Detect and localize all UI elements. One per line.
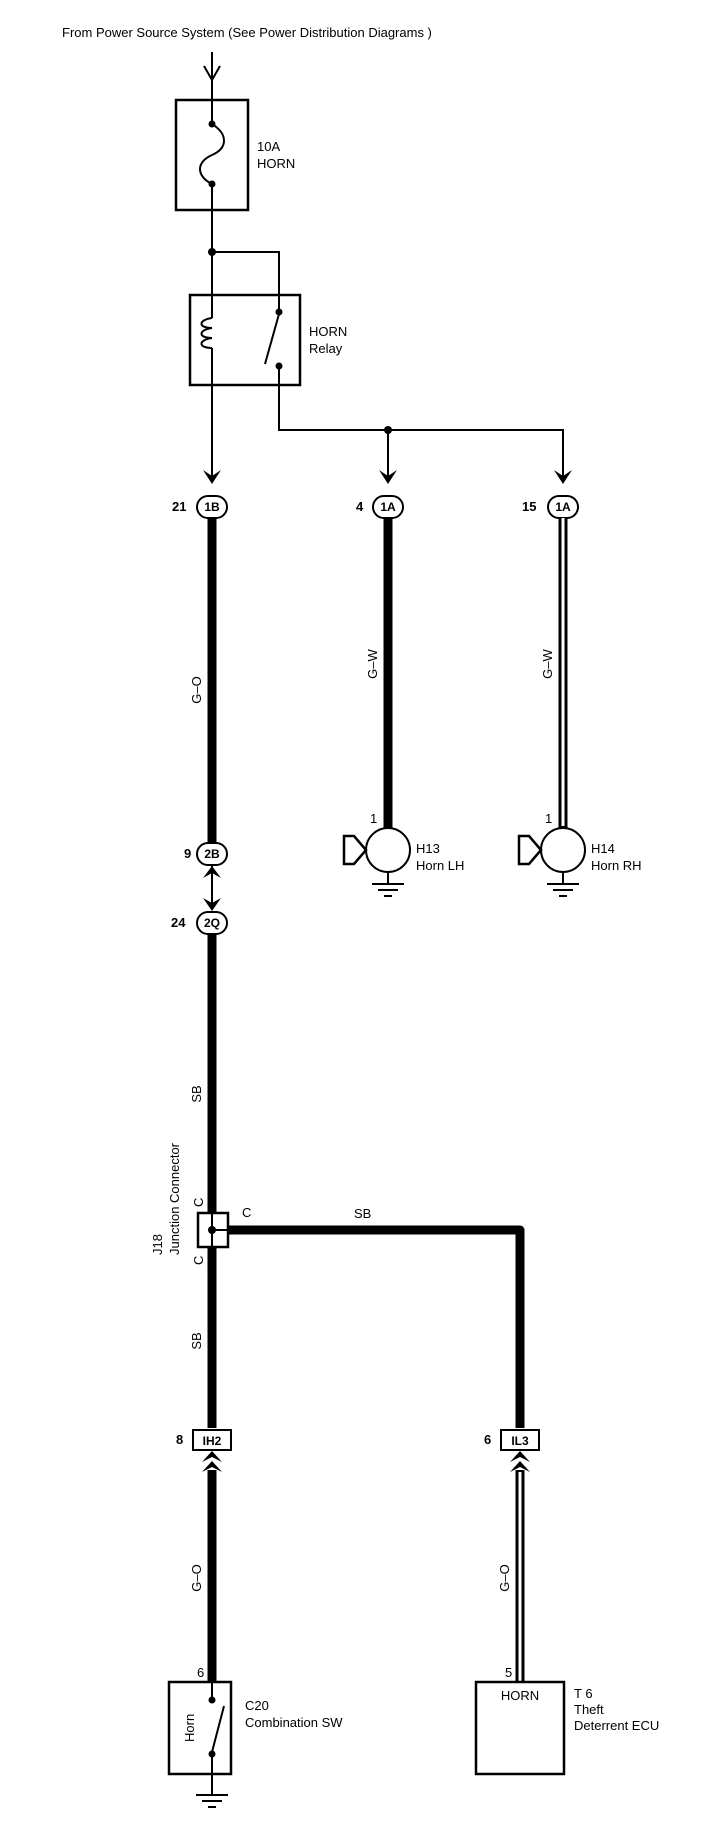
combination-sw-code: C20	[245, 1698, 269, 1713]
connector-ih2	[192, 1429, 232, 1451]
theft-ecu-inner: HORN	[501, 1688, 539, 1703]
wire-label-sb-lower: SB	[189, 1332, 204, 1349]
theft-ecu-name-1: Theft	[574, 1702, 604, 1717]
combination-sw-pin: 6	[197, 1665, 204, 1680]
combination-sw-inner: Horn	[182, 1714, 197, 1742]
horn-rh-code: H14	[591, 841, 615, 856]
connector-1a-rh-label: 1A	[555, 500, 571, 514]
junction-code: J18	[150, 1234, 165, 1255]
fuse-rating: 10A	[257, 139, 280, 154]
arrows-ih2	[202, 1451, 222, 1472]
pin-il3: 6	[484, 1432, 491, 1447]
wire-label-sb-upper: SB	[189, 1085, 204, 1102]
horn-rh-symbol	[517, 827, 586, 897]
pin-2q: 24	[171, 915, 186, 930]
theft-ecu-pin: 5	[505, 1665, 512, 1680]
wire-relay-output	[278, 385, 564, 482]
pin-ih2: 8	[176, 1432, 183, 1447]
wire-label-gw-rh: G–W	[540, 648, 555, 678]
arrow-1b	[203, 470, 221, 484]
wire-label-go-upper: G–O	[189, 676, 204, 703]
theft-ecu-name-2: Deterrent ECU	[574, 1718, 659, 1733]
fuse-10a-horn	[174, 98, 250, 212]
arrow-2q	[203, 898, 221, 911]
connector-ih2-label: IH2	[203, 1434, 222, 1448]
horn-rh-name: Horn RH	[591, 858, 642, 873]
pin-1b: 21	[172, 499, 186, 514]
theft-ecu-box	[474, 1680, 566, 1776]
wire-to-relay-contact	[212, 251, 280, 295]
wire-label-go-lower-left: G–O	[189, 1564, 204, 1591]
relay-label-1: HORN	[309, 324, 347, 339]
connector-il3	[500, 1429, 540, 1451]
junction-pin-bottom: C	[191, 1256, 206, 1265]
wire-label-sb-horizontal: SB	[354, 1206, 371, 1221]
junction-pin-right: C	[242, 1205, 251, 1220]
theft-ecu-code: T 6	[574, 1686, 593, 1701]
arrow-1a-rh	[554, 470, 572, 484]
horn-relay	[188, 293, 302, 387]
connector-1a-lh-label: 1A	[380, 500, 396, 514]
wire-sb-horizontal	[228, 1225, 525, 1428]
connector-1b-label: 1B	[204, 500, 220, 514]
connector-2b-label: 2B	[204, 847, 220, 861]
pin-1a-rh: 15	[522, 499, 536, 514]
arrows-il3	[510, 1451, 530, 1472]
horn-lh-code: H13	[416, 841, 440, 856]
combination-sw-name: Combination SW	[245, 1715, 343, 1730]
connector-il3-label: IL3	[511, 1434, 529, 1448]
pin-1a-lh: 4	[356, 499, 364, 514]
fuse-name: HORN	[257, 156, 295, 171]
pin-2b: 9	[184, 846, 191, 861]
horn-lh-symbol	[342, 827, 411, 897]
combination-sw-symbol	[167, 1680, 233, 1808]
horn-rh-pin: 1	[545, 811, 552, 826]
horn-lh-name: Horn LH	[416, 858, 464, 873]
wire-label-gw-lh: G–W	[365, 648, 380, 678]
diagram-title: From Power Source System (See Power Dist…	[62, 25, 432, 40]
arrow-1a-lh	[379, 470, 397, 484]
horn-lh-pin: 1	[370, 811, 377, 826]
connector-2q-label: 2Q	[204, 916, 220, 930]
junction-pin-top: C	[191, 1198, 206, 1207]
wire-label-go-lower-right: G–O	[497, 1564, 512, 1591]
junction-name: Junction Connector	[167, 1142, 182, 1255]
arrow-2b	[203, 866, 221, 878]
relay-label-2: Relay	[309, 341, 343, 356]
power-input-arrow	[203, 52, 221, 100]
